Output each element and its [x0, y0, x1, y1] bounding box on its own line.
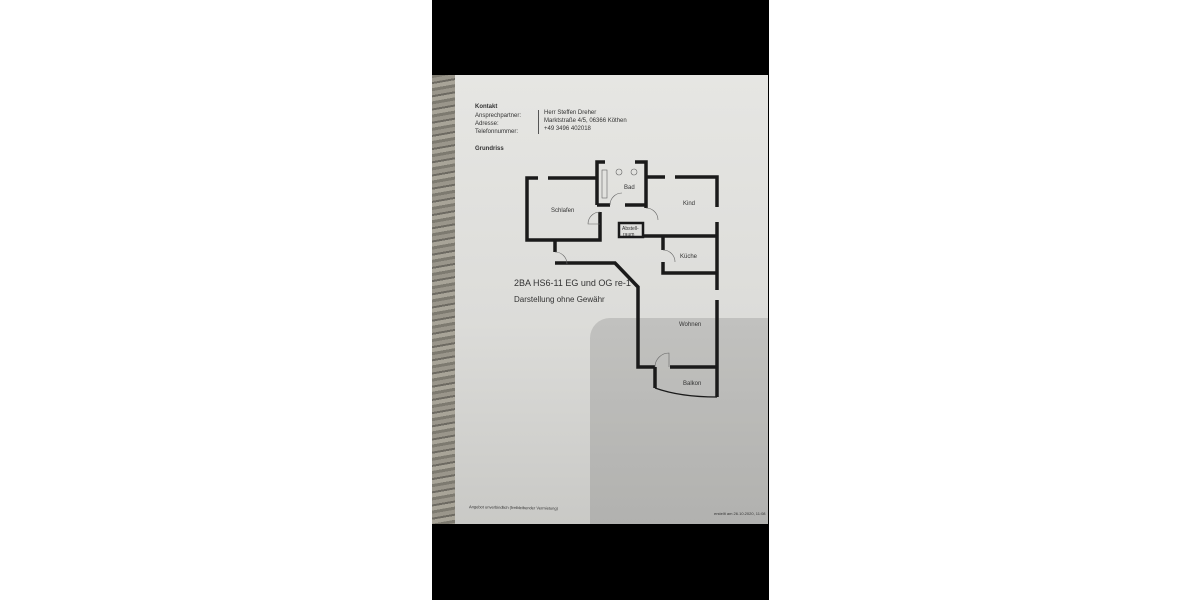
- room-label: Abstell-: [622, 226, 639, 232]
- room-label: raum: [623, 232, 634, 238]
- footer-right: erstellt am 26.10.2020, 11:08: [714, 511, 766, 516]
- disclaimer: Darstellung ohne Gewähr: [514, 295, 605, 304]
- unit-label: 2BA HS6-11 EG und OG re-1: [514, 278, 631, 288]
- contact-label: Telefonnummer:: [475, 129, 519, 135]
- contact-heading: Kontakt: [475, 104, 498, 110]
- document-page: [455, 75, 768, 524]
- floorplan-heading: Grundriss: [475, 146, 504, 152]
- granite-surface: [432, 75, 458, 524]
- contact-person: Herr Steffen Dreher: [544, 110, 597, 116]
- contact-label: Adresse:: [475, 121, 499, 127]
- room-label: Bad: [624, 185, 635, 191]
- shadow: [590, 318, 768, 524]
- divider: [538, 110, 539, 134]
- room-label: Küche: [680, 254, 698, 260]
- room-label: Schlafen: [551, 208, 574, 214]
- room-label: Wohnen: [679, 322, 701, 328]
- contact-address: Marktstraße 4/5, 06366 Köthen: [544, 118, 627, 124]
- contact-phone: +49 3496 402018: [544, 126, 591, 132]
- room-label: Kind: [683, 201, 695, 207]
- room-label: Balkon: [683, 381, 701, 387]
- contact-label: Ansprechpartner:: [475, 113, 522, 119]
